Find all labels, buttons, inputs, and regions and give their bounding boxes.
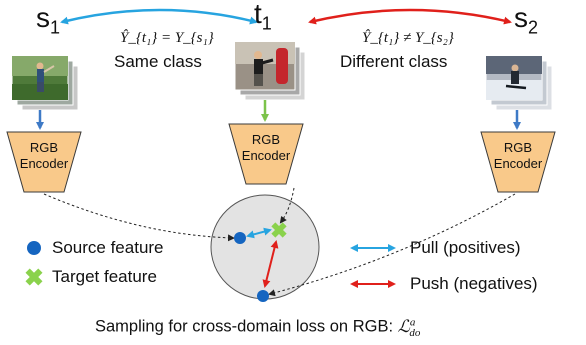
source-1-frames bbox=[11, 55, 79, 111]
target-1-frames bbox=[234, 41, 306, 101]
dashed-arrow-s1-to-feature bbox=[43, 193, 235, 242]
legend-source-label: Source feature bbox=[52, 238, 164, 257]
pull-arrow-inner bbox=[246, 227, 272, 239]
different-class-label: Different class bbox=[340, 52, 448, 71]
dashed-arrow-t1-to-feature bbox=[279, 187, 295, 224]
source-feature-s2 bbox=[257, 290, 269, 302]
dashed-arrow-s2-to-feature bbox=[268, 193, 516, 297]
legend-target-marker bbox=[25, 268, 43, 286]
same-class-arrow bbox=[60, 8, 258, 25]
legend-push-label: Push (negatives) bbox=[410, 274, 538, 293]
target-feature-t1 bbox=[271, 222, 287, 238]
domain-label-t1: t1 bbox=[254, 0, 272, 34]
domain-label-s2: s2 bbox=[514, 2, 539, 38]
encoder-t1-shape bbox=[228, 123, 304, 185]
encoder-s1-shape bbox=[6, 131, 82, 193]
caption-loss-symbol: ℒado bbox=[397, 316, 421, 340]
domain-label-s1: s1 bbox=[36, 2, 61, 38]
legend-source-marker bbox=[27, 241, 41, 255]
same-class-label: Same class bbox=[114, 52, 202, 71]
different-class-equation: Ŷ_{t₁} ≠ Y_{s₂} bbox=[362, 30, 454, 46]
caption: Sampling for cross-domain loss on RGB: ℒ… bbox=[95, 316, 421, 340]
different-class-arrow bbox=[308, 8, 512, 25]
source-2-frames bbox=[485, 55, 553, 111]
legend-target-label: Target feature bbox=[52, 267, 157, 286]
push-arrow-inner bbox=[262, 240, 279, 288]
encoder-s2-shape bbox=[480, 131, 556, 193]
source-feature-s1 bbox=[234, 232, 246, 244]
same-class-equation: Ŷ_{t₁} = Y_{s₁} bbox=[120, 30, 214, 46]
legend-pull-label: Pull (positives) bbox=[410, 238, 521, 257]
